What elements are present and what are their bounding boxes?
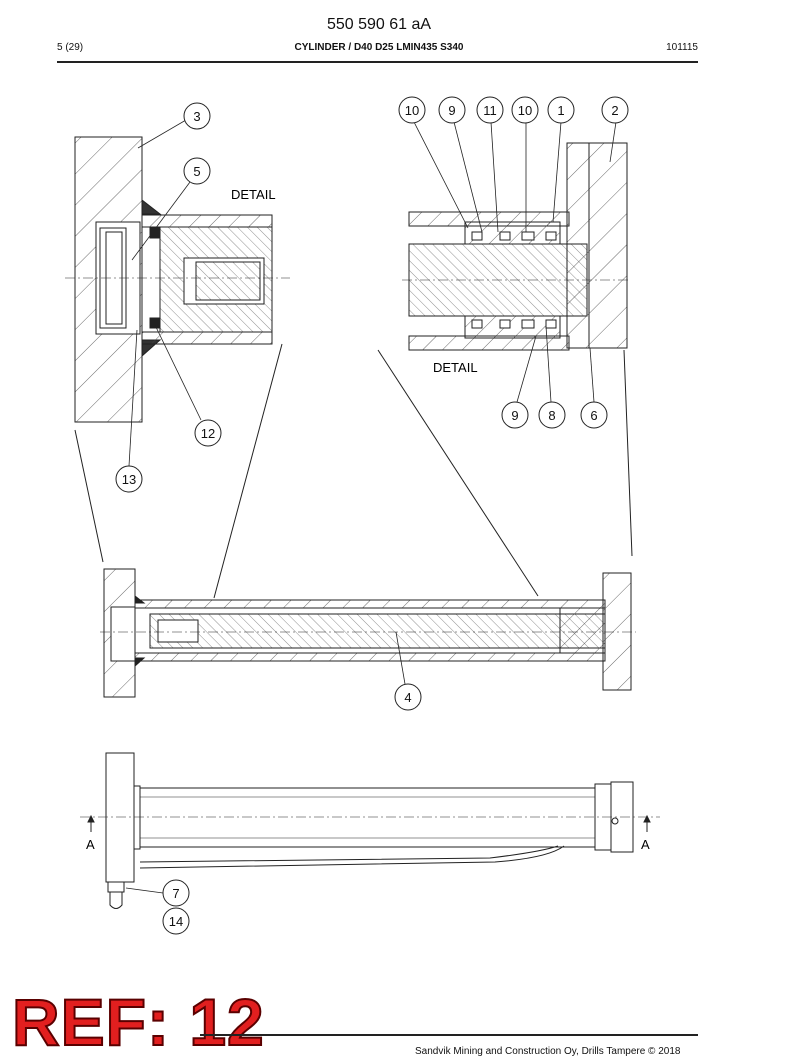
callout-10b: 10 xyxy=(511,96,539,124)
callout-9b: 9 xyxy=(501,401,529,429)
side-view xyxy=(80,752,660,909)
callout-4: 4 xyxy=(394,683,422,711)
header-rule xyxy=(57,61,698,63)
page-indicator: 5 (29) xyxy=(57,42,84,53)
svg-text:3: 3 xyxy=(193,109,200,124)
svg-text:8: 8 xyxy=(548,408,555,423)
page-title: CYLINDER / D40 D25 LMIN435 S340 xyxy=(294,42,464,53)
detail-label-left: DETAIL xyxy=(231,187,276,202)
svg-text:13: 13 xyxy=(122,472,136,487)
callout-14: 14 xyxy=(162,907,190,935)
callout-10a: 10 xyxy=(398,96,426,124)
callout-5: 5 xyxy=(183,157,211,185)
callout-3: 3 xyxy=(183,102,211,130)
svg-text:10: 10 xyxy=(518,103,532,118)
svg-text:9: 9 xyxy=(448,103,455,118)
svg-text:9: 9 xyxy=(511,408,518,423)
section-label-left: A xyxy=(86,837,95,852)
svg-text:11: 11 xyxy=(483,103,497,118)
section-view xyxy=(100,568,636,698)
footer-copyright: Sandvik Mining and Construction Oy, Dril… xyxy=(415,1046,681,1057)
svg-text:7: 7 xyxy=(172,886,179,901)
callout-12: 12 xyxy=(194,419,222,447)
svg-text:4: 4 xyxy=(404,690,411,705)
footer-rule xyxy=(200,1034,698,1036)
right-detail-view xyxy=(377,142,633,597)
document-number: 550 590 61 aA xyxy=(326,16,432,33)
svg-text:2: 2 xyxy=(611,103,618,118)
reference-stamp: REF: 12 xyxy=(11,984,265,1060)
svg-text:12: 12 xyxy=(201,426,215,441)
callout-1: 1 xyxy=(547,96,575,124)
callout-2: 2 xyxy=(601,96,629,124)
left-detail-view xyxy=(65,136,290,599)
callout-bubbles: 3 5 12 13 10 9 11 10 1 2 9 8 6 4 7 14 xyxy=(115,96,629,935)
callout-7: 7 xyxy=(162,879,190,907)
svg-text:10: 10 xyxy=(405,103,419,118)
leader-lines xyxy=(125,119,617,894)
callout-13: 13 xyxy=(115,465,143,493)
svg-text:6: 6 xyxy=(590,408,597,423)
section-label-right: A xyxy=(641,837,650,852)
callout-6: 6 xyxy=(580,401,608,429)
callout-9a: 9 xyxy=(438,96,466,124)
callout-11: 11 xyxy=(476,96,504,124)
svg-text:1: 1 xyxy=(557,103,564,118)
svg-text:5: 5 xyxy=(193,164,200,179)
svg-text:14: 14 xyxy=(169,914,183,929)
detail-label-right: DETAIL xyxy=(433,360,478,375)
callout-8: 8 xyxy=(538,401,566,429)
revision-date: 101115 xyxy=(666,42,698,53)
